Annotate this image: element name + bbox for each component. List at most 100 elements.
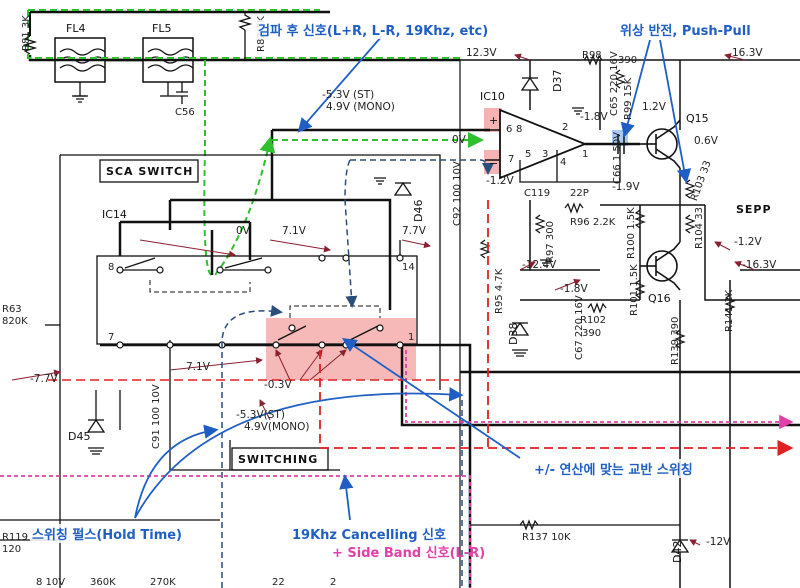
volt-0-3: -0.3V (264, 379, 292, 391)
r104-label: R104 33 (694, 207, 705, 249)
volt-mono-top: 4.9V (MONO) (326, 101, 395, 113)
r82-resistor (237, 12, 253, 60)
switch-linkage (149, 280, 381, 318)
r119-value: 120 (2, 544, 21, 555)
ic10-plus-highlight (484, 108, 502, 132)
r100-label: R100 1.5K (626, 207, 637, 259)
r97-label: R97 300 (545, 221, 556, 263)
pink-bottom-path (0, 475, 471, 588)
d37-label: D37 (551, 70, 564, 92)
annotation-cancel: 19Khz Cancelling 신호 (290, 524, 448, 543)
volt-16-3n: -16.3V (742, 259, 777, 271)
r63-label: R63 (2, 304, 22, 315)
volt-0-ic10: 0V (452, 134, 467, 146)
ic10-pin2: 2 (562, 122, 568, 133)
d38-label: D38 (507, 323, 520, 345)
c66-capacitor (614, 134, 632, 154)
ic10-minus: − (489, 157, 498, 170)
r81-resistor (22, 35, 38, 55)
r95-label: R95 4.7K (494, 268, 505, 314)
pink-output-path (405, 350, 794, 430)
volt-12-4: -12.4V (522, 259, 557, 271)
ic10-plus: + (489, 114, 498, 127)
green-input-path (27, 9, 462, 59)
volt-1-8b: -1.8V (560, 283, 588, 295)
c119-label: C119 (524, 188, 550, 199)
switch-contacts (116, 254, 404, 349)
c56-label: C56 (175, 107, 195, 118)
annotation-arrows (134, 35, 692, 521)
r102-label: R102 (580, 315, 606, 326)
navy-switch-path (344, 159, 358, 308)
ic10-pin4: 4 (560, 157, 566, 168)
r103-label: R103 33 (689, 159, 714, 202)
volt-st-top: -5.3V (ST) (322, 89, 374, 101)
red-output-path (319, 350, 794, 457)
ground-symbols (74, 95, 584, 455)
r98-value: 390 (618, 55, 637, 66)
fl4-label: FL4 (66, 22, 85, 35)
volt-1-2-ic10: -1.2V (486, 175, 514, 187)
voltage-arrows (11, 53, 756, 546)
fl5-label: FL5 (152, 22, 171, 35)
r98-label: R98 (582, 50, 602, 61)
d42-label: D42 (671, 541, 684, 563)
volt-12n: -12V (706, 536, 731, 548)
r137-label: R137 10K (522, 532, 571, 543)
c56-capacitor (176, 82, 188, 104)
bottom-label-4: 22 (272, 577, 285, 588)
c119-value: 22P (570, 188, 589, 199)
annotation-detect: 검파 후 신호(L+R, L-R, 19Khz, etc) (256, 20, 491, 39)
c65-label: C65 220 16V (609, 51, 620, 116)
ic10-opamp (485, 108, 640, 183)
switch-blades (124, 257, 379, 341)
r63-value: 820K (2, 316, 28, 327)
c92-label: C92 100 10V (452, 161, 463, 226)
navy-pulse-path (221, 304, 283, 588)
q15-transistor (640, 119, 681, 169)
r102-value: 390 (582, 328, 601, 339)
ic10-pin6: 6 (506, 124, 512, 135)
bottom-label-5: 2 (330, 577, 336, 588)
q16-label: Q16 (648, 292, 671, 305)
d45-label: D45 (68, 430, 90, 443)
switching-title: SWITCHING (238, 453, 318, 466)
ic10-pin1: 1 (582, 149, 588, 160)
q16-transistor (640, 241, 681, 291)
volt-7-7b: -7.7V (30, 373, 58, 385)
volt-7-1b: 7.1V (186, 361, 211, 373)
r141-label: R141 1K (724, 289, 735, 332)
volt-16-3: 16.3V (732, 47, 763, 59)
ic10-pin5: 5 (525, 149, 531, 160)
bottom-label-2: 360K (90, 577, 116, 588)
bottom-label-3: 270K (150, 577, 176, 588)
ic14-pin8: 8 (108, 262, 114, 273)
resistor-set (479, 54, 736, 531)
r99-label: R99 15K (623, 77, 634, 120)
annotation-pulse: 스위칭 펄스(Hold Time) (30, 524, 184, 543)
r101-label: R101 1.5K (629, 264, 640, 316)
c66-label: C66 1 50V (612, 132, 623, 184)
r96-label: R96 2.2K (570, 217, 616, 228)
volt-1-9: -1.9V (612, 181, 640, 193)
volt-1-2-sepp: -1.2V (734, 236, 762, 248)
navy-feedback-path (350, 159, 494, 175)
volt-0-ic14: 0V (236, 225, 251, 237)
annotation-phase: 위상 반전, Push-Pull (618, 20, 753, 39)
ic10-pin8: 8 (516, 124, 522, 135)
sepp-title: SEPP (736, 203, 772, 216)
volt-st-bot: -5.3V(ST) (236, 409, 285, 421)
volt-0-6: 0.6V (694, 135, 719, 147)
d46-label: D46 (412, 200, 425, 222)
r119-label: R119 (2, 532, 28, 543)
volt-7-1a: 7.1V (282, 225, 307, 237)
volt-1-2-q15: 1.2V (642, 101, 667, 113)
sca-switch-title: SCA SWITCH (106, 165, 193, 178)
ic14-pin14: 14 (402, 262, 415, 273)
volt-12-3: 12.3V (466, 47, 497, 59)
c91-label: C91 100 10V (151, 384, 162, 449)
volt-mono-bot: 4.9V(MONO) (244, 421, 310, 433)
filter-symbols (59, 48, 194, 72)
